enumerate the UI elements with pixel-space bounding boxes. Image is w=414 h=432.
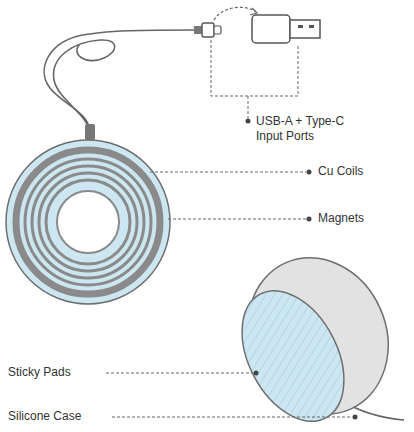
part-label: Cu Coils [318,164,408,179]
part-label: Magnets [318,211,408,226]
leader-dot [353,415,358,420]
leader-dot [307,217,312,222]
type-c-plug [194,23,221,37]
leader-line [106,373,253,374]
leader-line [150,172,306,173]
port-bracket [211,40,298,118]
leader-dot [307,170,312,175]
silicone-puck [221,235,412,432]
usb-a-adapter [252,15,320,43]
arc-head [250,8,257,15]
part-label: Silicone Case [8,409,110,424]
leader-dot [246,119,251,124]
port-label: USB-A + Type-C Input Ports [256,114,366,144]
leader-line [168,219,306,220]
charging-pad [6,140,170,304]
leader-dot [254,371,259,376]
strain-relief [85,124,95,140]
insert-arc [214,7,256,20]
part-label: Sticky Pads [8,365,104,380]
leader-line [112,417,352,418]
cable [44,30,196,133]
